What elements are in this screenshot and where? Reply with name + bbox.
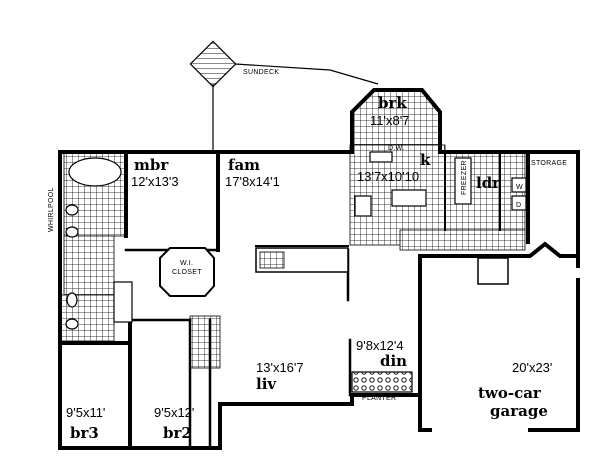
planter-label: PLANTER	[362, 395, 396, 402]
garage-steps	[477, 257, 509, 285]
sink-icon	[65, 226, 79, 238]
range-icon	[354, 195, 372, 217]
room-name-garage-1: two-car	[478, 384, 542, 402]
interior-walls	[58, 150, 501, 450]
room-name-liv: liv	[256, 375, 277, 393]
room-dims-mbr: 12'x13'3	[131, 174, 179, 189]
room-name-br2: br2	[163, 424, 192, 442]
kitchen-fixtures	[354, 151, 527, 217]
room-name-k: k	[420, 151, 431, 169]
exterior-walls	[58, 88, 580, 450]
room-name-garage-2: garage	[490, 402, 548, 420]
whirlpool-tub	[68, 157, 122, 187]
whirlpool-label: WHIRLPOOL	[48, 187, 55, 232]
sink-icon	[65, 318, 79, 330]
room-dims-br2: 9'5x12'	[154, 405, 194, 420]
sundeck: SUNDECK	[189, 40, 379, 150]
room-dims-liv: 13'x16'7	[256, 360, 304, 375]
room-name-brk: brk	[378, 94, 407, 112]
room-name-mbr: mbr	[134, 156, 169, 174]
closet-label-bottom: CLOSET	[172, 269, 202, 276]
kitchen-island	[391, 189, 427, 207]
dw-label: D.W.	[388, 145, 404, 152]
room-name-ldr: ldr	[476, 174, 501, 192]
room-dims-fam: 17'8x14'1	[225, 174, 280, 189]
room-dims-k: 13'7x10'10	[357, 169, 419, 184]
toilet-icon	[66, 292, 78, 308]
bath-fixtures	[65, 157, 133, 330]
room-name-fam: fam	[228, 156, 260, 174]
dryer-box	[511, 195, 527, 211]
freezer-box	[454, 157, 472, 205]
storage-label: STORAGE	[531, 160, 567, 167]
room-dims-br3: 9'5x11'	[66, 405, 105, 420]
sink-icon	[65, 204, 79, 216]
sink-icon	[369, 151, 393, 163]
planter-bed	[351, 371, 413, 393]
room-name-br3: br3	[70, 424, 99, 442]
room-dims-garage: 20'x23'	[512, 360, 552, 375]
room-dims-brk: 11'x8'7	[370, 113, 409, 128]
bathtub-icon	[113, 281, 133, 323]
washer-label: W	[516, 184, 523, 191]
room-name-din: din	[380, 352, 407, 370]
sundeck-label: SUNDECK	[243, 69, 279, 76]
room-dims-din: 9'8x12'4	[356, 338, 404, 353]
walk-in-closet	[159, 247, 215, 297]
freezer-label: FREEZER	[461, 160, 468, 195]
washer-box	[511, 177, 527, 193]
dryer-label: D	[516, 202, 521, 209]
closet-label-top: W.I.	[180, 260, 193, 267]
